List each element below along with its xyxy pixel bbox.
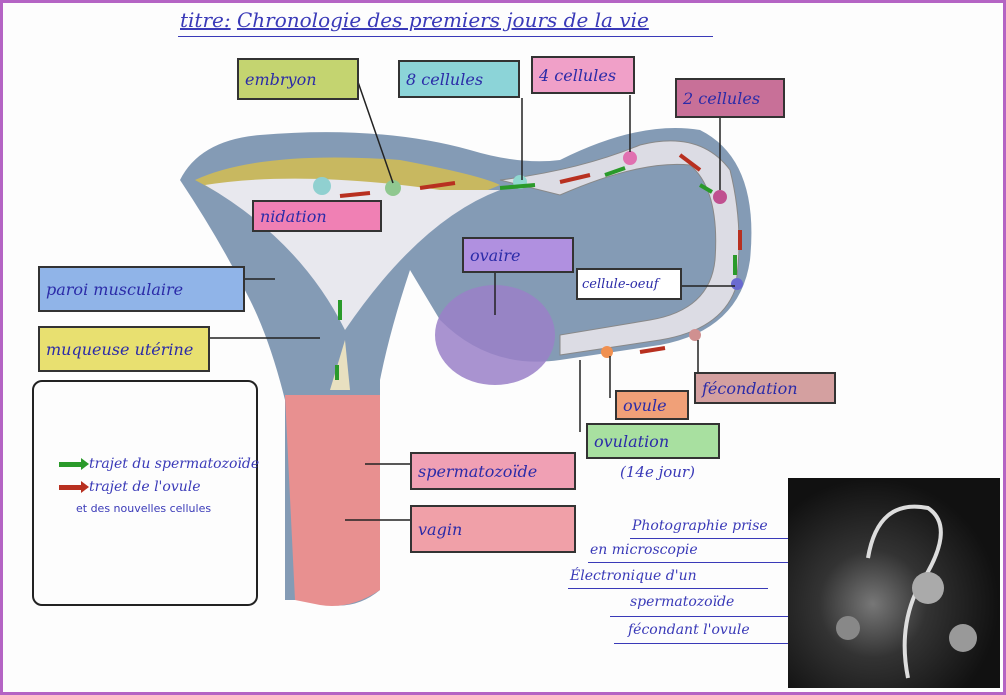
- caption-line-3: Électronique d'un: [570, 568, 697, 584]
- ovary: [435, 285, 555, 385]
- label-cellule-oeuf: cellule-oeuf: [576, 268, 682, 300]
- red-arrow-icon: [59, 480, 89, 493]
- caption-line-5: fécondant l'ovule: [628, 622, 750, 638]
- label-embryon: embryon: [237, 58, 359, 100]
- title-text: Chronologie des premiers jours de la vie: [236, 8, 649, 32]
- label-2-cellules: 2 cellules: [675, 78, 785, 118]
- label-8-cellules: 8 cellules: [398, 60, 520, 98]
- page-title: titre: Chronologie des premiers jours de…: [180, 8, 649, 32]
- label-4-cellules: 4 cellules: [531, 56, 635, 94]
- caption-underline: [568, 588, 768, 589]
- label-vagin: vagin: [410, 505, 576, 553]
- legend-sperm: trajet du spermatozoïde: [59, 456, 259, 472]
- legend-ovule: trajet de l'ovule: [59, 479, 201, 495]
- green-arrow-icon: [59, 457, 89, 470]
- label-spermatozoide: spermatozoïde: [410, 452, 576, 490]
- vagina: [285, 395, 380, 606]
- label-nidation: nidation: [252, 200, 382, 232]
- label-muqueuse-uterine: muqueuse utérine: [38, 326, 210, 372]
- title-underline: [178, 36, 713, 37]
- caption-line-1: Photographie prise: [632, 518, 768, 534]
- sperm-on-ovule-image: [836, 504, 977, 679]
- caption-underline: [630, 538, 790, 539]
- legend: trajet du spermatozoïde trajet de l'ovul…: [32, 380, 259, 606]
- caption-underline: [614, 643, 790, 644]
- fallopian-tube: [499, 140, 740, 356]
- pointer-lines: [208, 81, 735, 521]
- ovulation-day: (14e jour): [620, 463, 695, 481]
- label-ovulation: ovulation: [586, 423, 720, 459]
- caption-underline: [588, 562, 788, 563]
- label-ovaire: ovaire: [462, 237, 574, 273]
- label-paroi-musculaire: paroi musculaire: [38, 266, 245, 312]
- caption-underline: [610, 616, 790, 617]
- legend-ovule-text-2: et des nouvelles cellules: [76, 502, 212, 515]
- label-fecondation: fécondation: [694, 372, 836, 404]
- title-prefix: titre:: [180, 8, 231, 32]
- legend-ovule-text: trajet de l'ovule: [89, 479, 201, 495]
- sperm-arrows: [335, 166, 737, 380]
- caption-line-2: en microscopie: [590, 542, 698, 558]
- microscope-photo: [788, 478, 1000, 688]
- label-ovule: ovule: [615, 390, 689, 420]
- legend-sperm-text: trajet du spermatozoïde: [89, 456, 260, 472]
- caption-line-4: spermatozoïde: [630, 594, 735, 610]
- ovule-arrows: [339, 153, 742, 354]
